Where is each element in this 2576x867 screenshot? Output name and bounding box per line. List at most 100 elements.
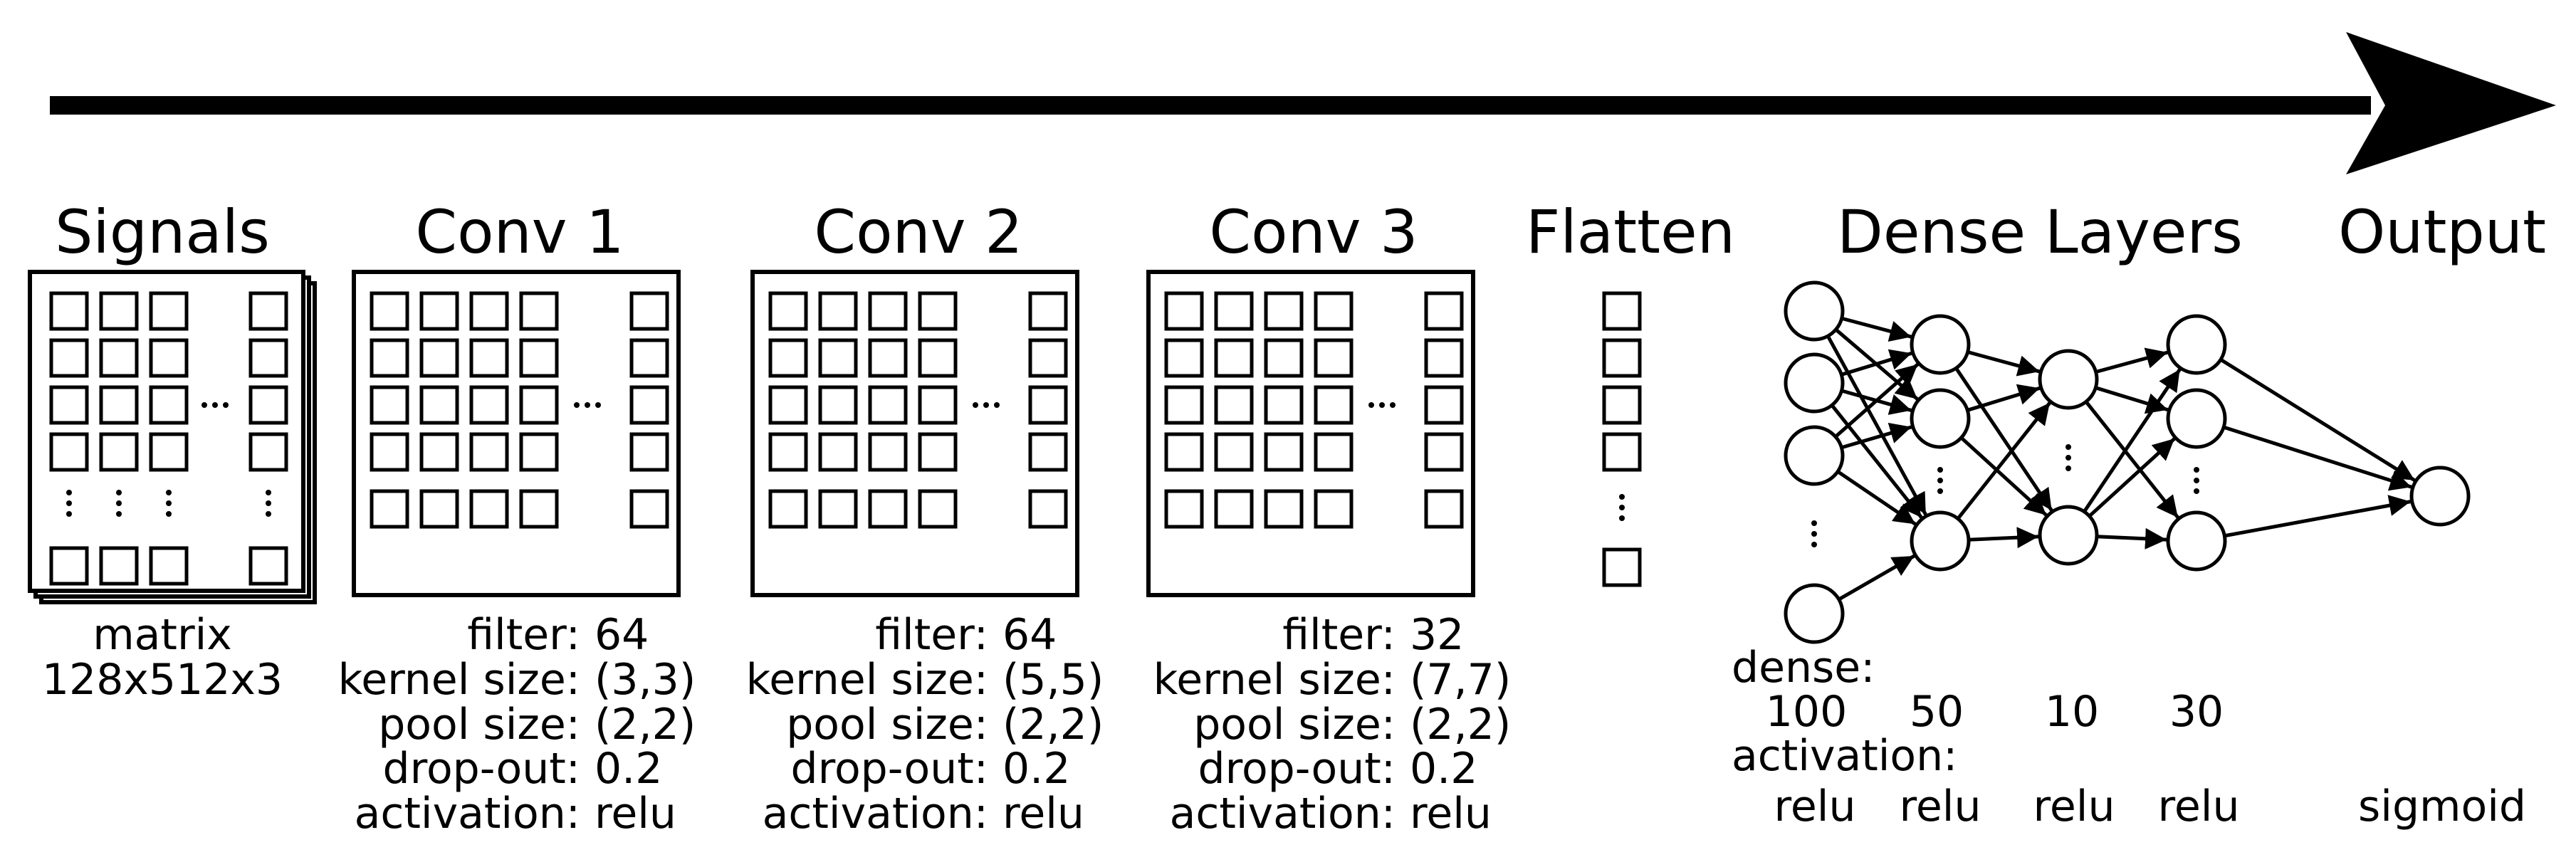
dense-units-50: 50 xyxy=(1910,687,1964,737)
connection-arrow-icon xyxy=(2096,527,2167,550)
feature-cell xyxy=(818,432,858,472)
dense-units-label: dense: xyxy=(1732,643,1875,693)
output-neuron xyxy=(2409,466,2471,527)
ellipsis-icon xyxy=(585,402,590,408)
ellipsis-icon xyxy=(574,402,580,408)
feature-cell xyxy=(768,385,808,425)
conv2-param-value: 0.2 xyxy=(1002,744,1070,794)
feature-cell xyxy=(1314,385,1354,425)
feature-cell xyxy=(629,291,669,331)
connection-arrow-icon xyxy=(2095,386,2169,414)
signal-cell xyxy=(149,291,189,331)
ellipsis-icon xyxy=(1619,515,1625,521)
signal-cell xyxy=(99,432,139,472)
feature-cell xyxy=(370,338,409,378)
conv2-param-key: drop-out: xyxy=(791,744,988,794)
feature-cell xyxy=(629,432,669,472)
feature-cell xyxy=(629,489,669,529)
dense-neuron xyxy=(2038,349,2099,410)
connection-arrow-icon xyxy=(1841,422,1912,450)
flatten-cell xyxy=(1602,385,1642,425)
feature-cell xyxy=(1264,432,1304,472)
connection-arrow-icon xyxy=(1954,367,2053,512)
conv2-param-value: relu xyxy=(1002,789,1084,839)
feature-cell xyxy=(918,385,958,425)
feature-cell xyxy=(1028,385,1068,425)
output-activation: sigmoid xyxy=(2358,782,2526,831)
signal-cell xyxy=(99,385,139,425)
dense-activation-4: relu xyxy=(2158,782,2240,831)
conv1-param-value: (2,2) xyxy=(595,700,696,750)
ellipsis-icon xyxy=(2194,478,2199,483)
feature-cell xyxy=(1214,385,1254,425)
feature-cell xyxy=(469,291,509,331)
feature-cell xyxy=(1424,385,1464,425)
signal-cell xyxy=(149,546,189,586)
feature-cell xyxy=(629,385,669,425)
dense-neuron xyxy=(1910,510,1971,572)
conv3-param-value: 0.2 xyxy=(1410,744,1477,794)
connection-arrow-icon xyxy=(1956,401,2051,520)
conv3-param-value: relu xyxy=(1410,789,1492,839)
signals-caption-shape: 128x512x3 xyxy=(42,655,283,705)
conv1-cell-grid xyxy=(370,291,669,529)
conv1-params: filter: 64 kernel size: (3,3) pool size:… xyxy=(338,610,696,839)
signal-cell xyxy=(49,291,89,331)
conv3-param-value: (2,2) xyxy=(1410,700,1511,750)
signal-cell xyxy=(248,338,288,378)
signal-cell xyxy=(99,338,139,378)
feature-cell xyxy=(1164,432,1204,472)
ellipsis-icon xyxy=(973,402,978,408)
feature-cell xyxy=(868,291,908,331)
signals-matrix xyxy=(28,270,317,604)
feature-cell xyxy=(419,291,459,331)
conv3-param-value: (7,7) xyxy=(1410,655,1511,705)
dense-neuron xyxy=(1910,314,1971,375)
flatten-cell xyxy=(1602,291,1642,331)
signal-cell xyxy=(99,291,139,331)
feature-cell xyxy=(1164,338,1204,378)
conv2-param-key: kernel size: xyxy=(746,655,988,705)
conv2-param-value: (2,2) xyxy=(1002,700,1104,750)
feature-cell xyxy=(818,338,858,378)
ellipsis-icon xyxy=(116,511,122,517)
conv3-param-key: filter: xyxy=(1282,610,1396,660)
ellipsis-icon xyxy=(1937,488,1943,494)
connection-arrow-icon xyxy=(2224,495,2412,538)
feature-cell xyxy=(1424,489,1464,529)
feature-cell xyxy=(1314,489,1354,529)
feature-cell xyxy=(1164,385,1204,425)
conv3-param-key: pool size: xyxy=(1193,700,1396,750)
ellipsis-icon xyxy=(201,402,207,408)
feature-cell xyxy=(519,489,559,529)
conv2-param-value: (5,5) xyxy=(1002,655,1104,705)
conv2-title: Conv 2 xyxy=(814,197,1022,267)
feature-cell xyxy=(469,338,509,378)
ellipsis-icon xyxy=(66,500,72,506)
dense-activation-1: relu xyxy=(1774,782,1856,831)
feature-cell xyxy=(1028,432,1068,472)
feature-cell xyxy=(1164,489,1204,529)
feature-cell xyxy=(1314,338,1354,378)
feature-cell xyxy=(1214,432,1254,472)
conv3-params: filter: 32 kernel size: (7,7) pool size:… xyxy=(1153,610,1512,839)
feature-cell xyxy=(1028,338,1068,378)
feature-cell xyxy=(419,432,459,472)
dense-activation-3: relu xyxy=(2033,782,2115,831)
connection-arrow-icon xyxy=(2219,358,2416,482)
signal-cell xyxy=(49,338,89,378)
feature-cell xyxy=(918,432,958,472)
dense-neuron xyxy=(1910,388,1971,449)
feature-cell xyxy=(1264,489,1304,529)
ellipsis-icon xyxy=(1379,402,1385,408)
ellipsis-icon xyxy=(266,511,271,517)
output-title: Output xyxy=(2338,197,2546,267)
feature-cell xyxy=(1164,291,1204,331)
signal-cell xyxy=(99,546,139,586)
feature-cell xyxy=(1314,291,1354,331)
dense-connections xyxy=(1826,316,2416,601)
conv2-cell-grid xyxy=(768,291,1068,529)
feature-cell xyxy=(1264,291,1304,331)
connection-arrow-icon xyxy=(1836,470,1917,526)
